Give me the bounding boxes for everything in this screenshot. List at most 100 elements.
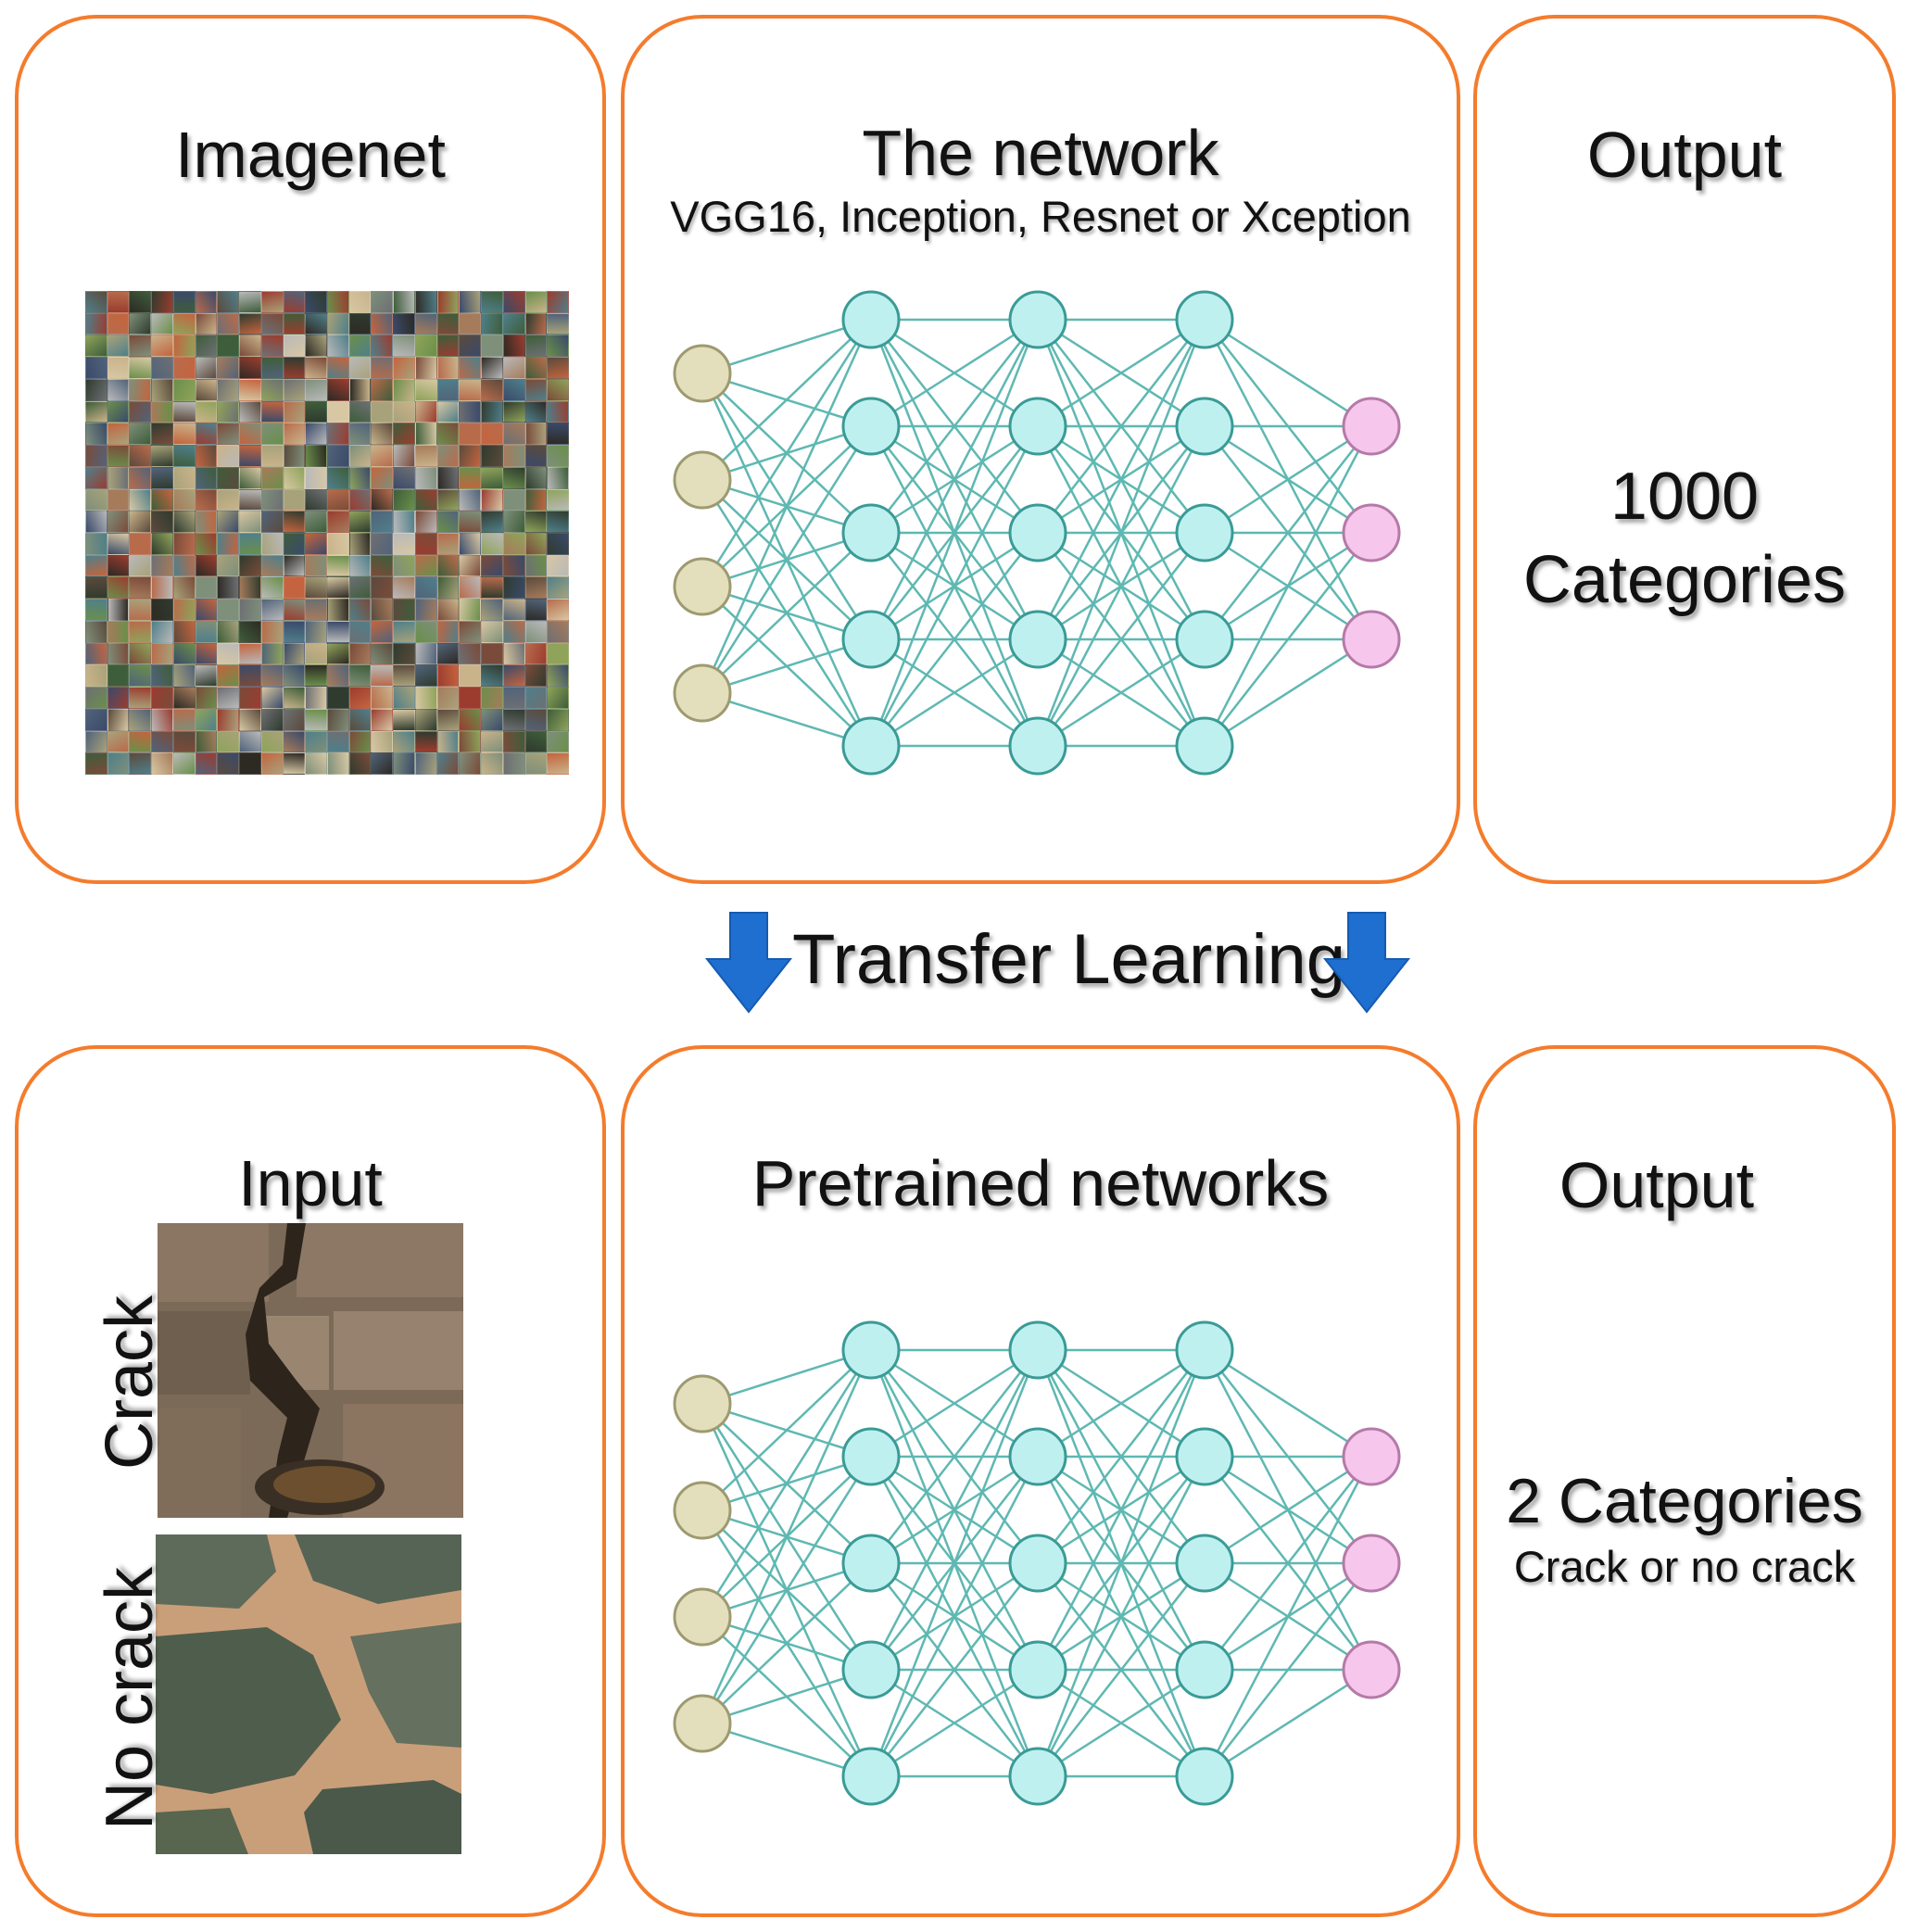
mosaic-tile xyxy=(502,335,525,358)
bottom-network-hidden-node xyxy=(841,1427,901,1486)
mosaic-tile xyxy=(547,708,569,731)
mosaic-tile xyxy=(371,291,394,313)
mosaic-tile xyxy=(326,312,349,335)
top-network-edge xyxy=(701,319,873,587)
input-title: Input xyxy=(238,1147,383,1219)
mosaic-tile xyxy=(172,532,196,555)
mosaic-tile xyxy=(107,599,130,621)
bottom-network-hidden-node xyxy=(1175,1747,1234,1806)
mosaic-tile xyxy=(459,532,482,555)
mosaic-tile xyxy=(348,335,372,358)
mosaic-tile xyxy=(393,576,415,600)
mosaic-tile xyxy=(85,687,107,709)
mosaic-tile xyxy=(195,752,218,775)
mosaic-tile xyxy=(260,620,284,643)
mosaic-tile xyxy=(547,730,569,753)
mosaic-tile xyxy=(502,752,525,775)
mosaic-tile xyxy=(524,357,548,379)
mosaic-tile xyxy=(371,511,394,533)
mosaic-tile xyxy=(239,400,261,423)
mosaic-tile xyxy=(195,620,218,643)
mosaic-tile xyxy=(239,511,261,533)
mosaic-tile xyxy=(393,445,415,467)
mosaic-tile xyxy=(414,532,437,555)
mosaic-tile xyxy=(107,752,130,775)
top-network-input-node xyxy=(673,557,732,616)
mosaic-tile xyxy=(85,752,107,775)
top-network-edge xyxy=(869,319,1040,747)
mosaic-tile xyxy=(393,400,415,423)
mosaic-tile xyxy=(239,599,261,621)
mosaic-tile xyxy=(524,312,548,335)
mosaic-tile xyxy=(217,620,240,643)
mosaic-tile xyxy=(172,423,196,446)
mosaic-tile xyxy=(260,708,284,731)
mosaic-tile xyxy=(502,730,525,753)
bottom-network-edge xyxy=(701,1349,872,1511)
mosaic-tile xyxy=(217,445,240,467)
mosaic-tile xyxy=(524,378,548,401)
mosaic-tile xyxy=(195,312,218,335)
bottom-network-hidden-node xyxy=(841,1640,901,1699)
top-network-output-node xyxy=(1342,503,1401,562)
bottom-network-edge xyxy=(1037,1668,1205,1778)
mosaic-tile xyxy=(459,445,482,467)
mosaic-tile xyxy=(481,445,503,467)
mosaic-tile xyxy=(85,599,107,621)
mosaic-tile xyxy=(326,488,349,511)
mosaic-tile xyxy=(305,511,327,533)
mosaic-tile xyxy=(129,576,152,600)
mosaic-tile xyxy=(195,378,218,401)
mosaic-tile xyxy=(414,291,437,313)
bottom-network-hidden-node xyxy=(1175,1427,1234,1486)
mosaic-tile xyxy=(239,357,261,379)
mosaic-tile xyxy=(260,642,284,665)
mosaic-tile xyxy=(172,730,196,753)
mosaic-tile xyxy=(195,445,218,467)
mosaic-tile xyxy=(217,708,240,731)
mosaic-tile xyxy=(393,664,415,688)
bottom-network-hidden-node xyxy=(841,1320,901,1380)
mosaic-tile xyxy=(414,378,437,401)
mosaic-tile xyxy=(393,357,415,379)
top-network-hidden-node xyxy=(1008,290,1067,349)
bottom-network-edge xyxy=(701,1349,873,1724)
mosaic-tile xyxy=(393,554,415,577)
mosaic-tile xyxy=(436,664,460,688)
mosaic-tile xyxy=(151,752,173,775)
mosaic-tile xyxy=(393,642,415,665)
mosaic-tile xyxy=(260,445,284,467)
mosaic-tile xyxy=(129,400,152,423)
mosaic-tile xyxy=(436,687,460,709)
mosaic-tile xyxy=(459,708,482,731)
mosaic-tile xyxy=(129,620,152,643)
mosaic-tile xyxy=(129,752,152,775)
mosaic-tile xyxy=(371,488,394,511)
output-title-bottom: Output xyxy=(1559,1149,1755,1221)
mosaic-tile xyxy=(371,599,394,621)
mosaic-tile xyxy=(195,335,218,358)
mosaic-tile xyxy=(547,642,569,665)
mosaic-tile xyxy=(524,400,548,423)
mosaic-tile xyxy=(305,423,327,446)
mosaic-tile xyxy=(414,423,437,446)
mosaic-tile xyxy=(459,357,482,379)
mosaic-tile xyxy=(371,708,394,731)
top-network-hidden-node xyxy=(841,610,901,669)
mosaic-tile xyxy=(436,291,460,313)
mosaic-tile xyxy=(151,620,173,643)
mosaic-tile xyxy=(371,445,394,467)
mosaic-tile xyxy=(348,357,372,379)
mosaic-tile xyxy=(217,599,240,621)
top-network-hidden-node xyxy=(1008,610,1067,669)
mosaic-tile xyxy=(305,335,327,358)
top-network-edge xyxy=(870,319,1039,534)
mosaic-tile xyxy=(348,466,372,489)
mosaic-tile xyxy=(107,687,130,709)
top-network-edge xyxy=(1037,638,1205,748)
mosaic-tile xyxy=(371,554,394,577)
mosaic-tile xyxy=(502,378,525,401)
mosaic-tile xyxy=(547,466,569,489)
mosaic-tile xyxy=(547,400,569,423)
top-network-edge xyxy=(1203,425,1373,747)
